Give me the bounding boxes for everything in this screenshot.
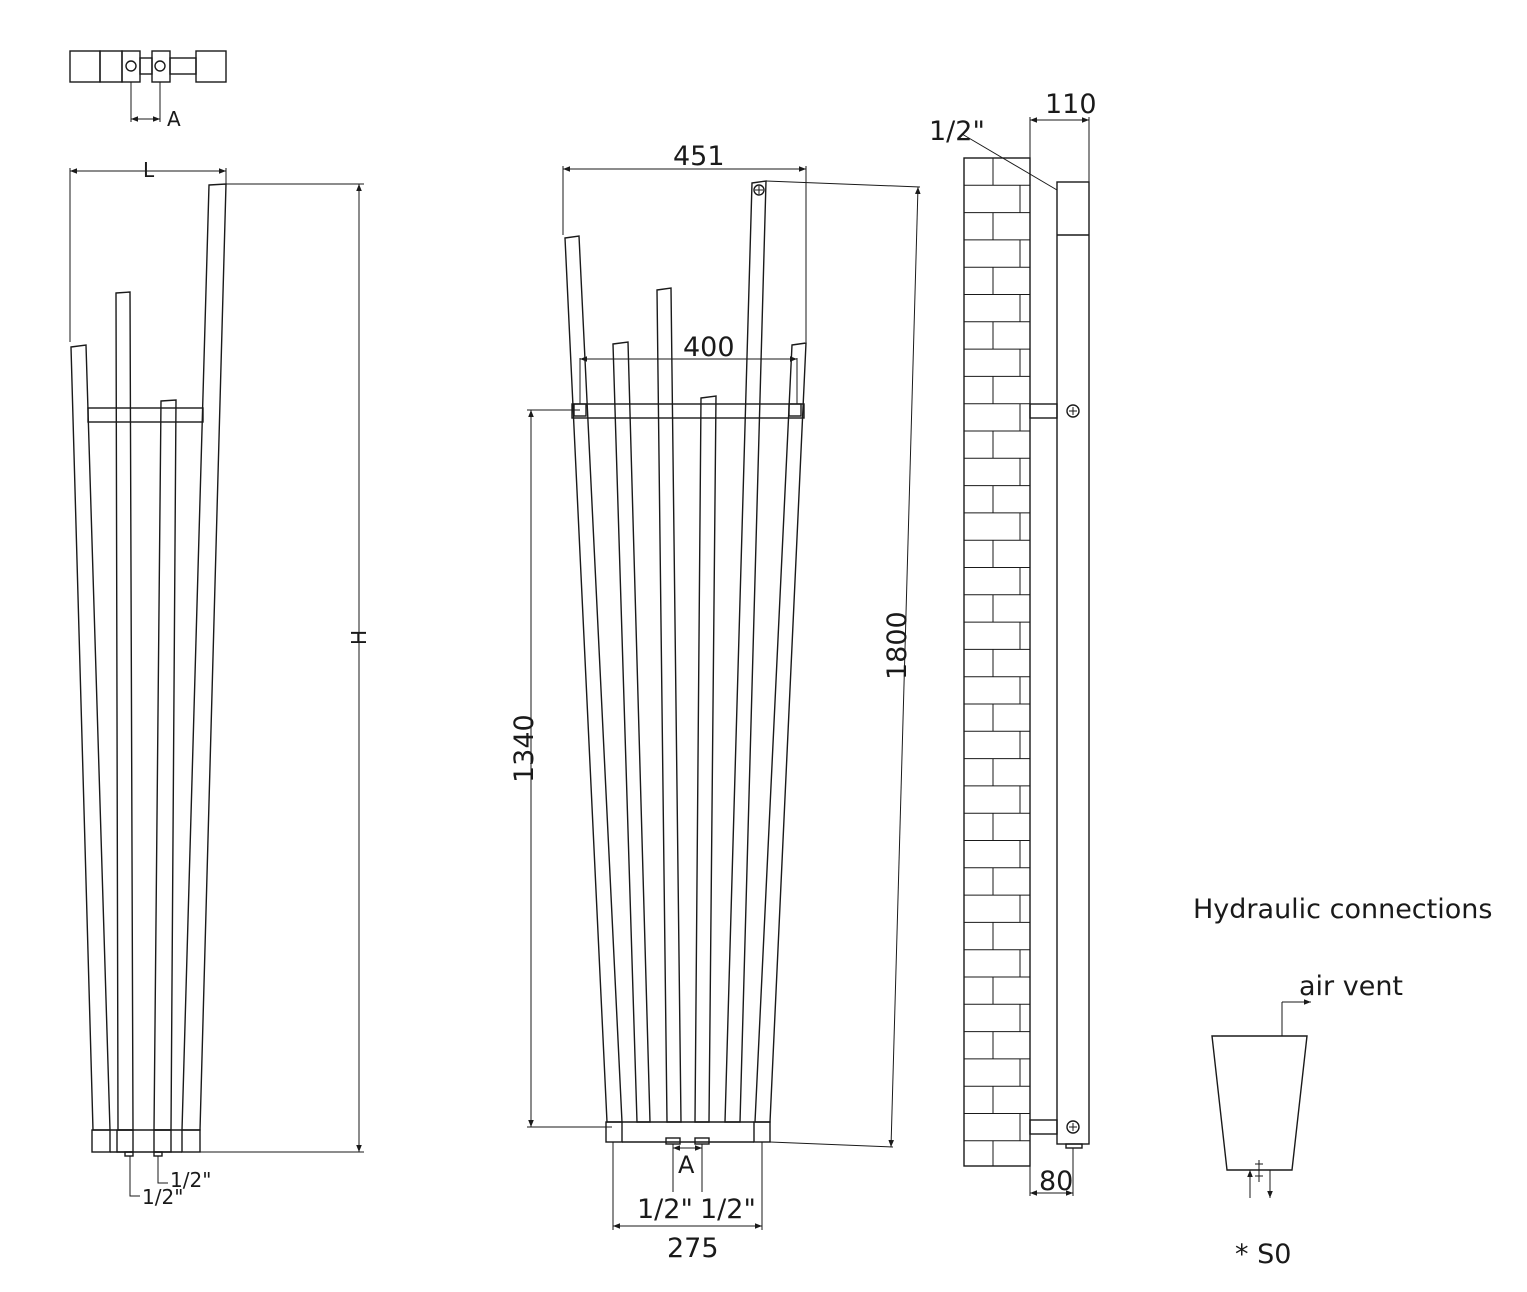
left-conn-right-label: 1/2"	[170, 1168, 211, 1192]
left-front-view: L H 1/2" 1/2"	[69, 158, 371, 1209]
front-width-bar-label: 400	[683, 332, 735, 363]
front-width-top-label: 451	[673, 141, 725, 172]
hydraulic-connections: Hydraulic connections air vent * S0	[1193, 894, 1492, 1270]
brick-pattern	[964, 158, 1030, 1166]
front-axis-height-label: 1340	[509, 714, 540, 783]
hydraulic-title: Hydraulic connections	[1193, 894, 1492, 925]
connection-code-label: * S0	[1235, 1239, 1291, 1270]
side-conn-label: 1/2"	[929, 116, 985, 147]
side-view: 1/2" 110 80	[929, 89, 1097, 1197]
front-a-label: A	[678, 1151, 695, 1179]
hydraulic-radiator-symbol	[1211, 1035, 1308, 1171]
air-vent-label: air vent	[1299, 971, 1403, 1002]
front-base-label: 275	[667, 1233, 719, 1264]
brick-wall	[963, 157, 1031, 1167]
top-view-a-label: A	[167, 107, 181, 131]
side-depth-label: 110	[1045, 89, 1097, 120]
left-height-label: H	[347, 630, 371, 645]
left-width-label: L	[143, 158, 155, 182]
center-front-view: 451 400 1800 1340 A 1/2" 1/2" 275	[509, 141, 921, 1264]
front-conn-left-label: 1/2"	[637, 1194, 693, 1225]
side-wall-label: 80	[1039, 1166, 1073, 1197]
front-conn-right-label: 1/2"	[700, 1194, 756, 1225]
left-conn-left-label: 1/2"	[142, 1185, 183, 1209]
top-view: A	[69, 50, 227, 131]
front-height-label: 1800	[882, 611, 913, 680]
